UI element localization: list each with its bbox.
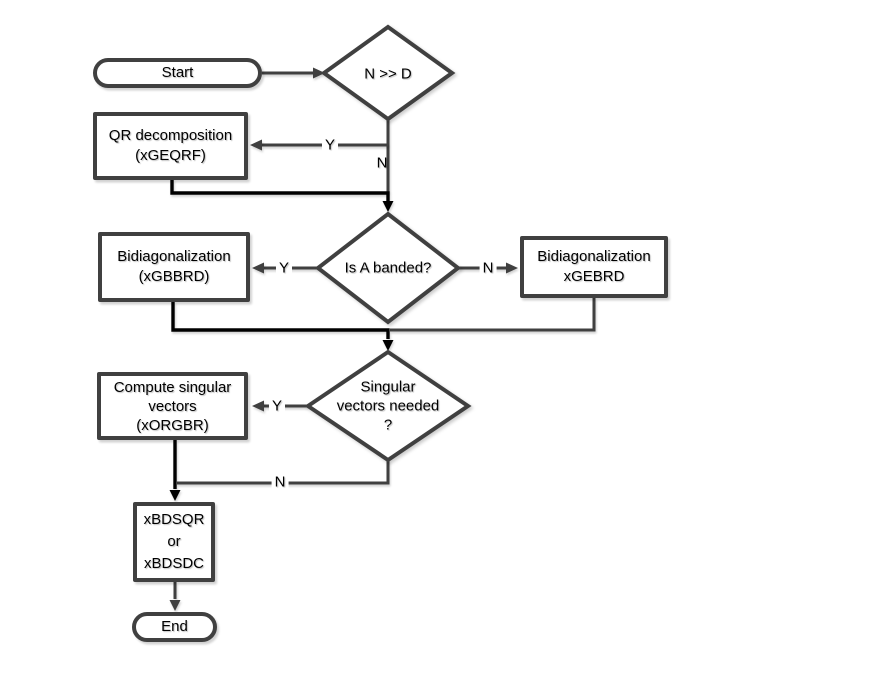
start-node: Start <box>93 58 262 88</box>
diamond-n-gg-d <box>320 24 456 122</box>
connector-qr-merge <box>170 180 390 201</box>
arrowhead-merge-to-d3 <box>382 340 394 351</box>
arrowhead-to-end <box>169 600 181 611</box>
start-node-label: Start <box>161 64 194 81</box>
compute-vectors-label: Compute singular vectors (xORGBR) <box>113 378 232 434</box>
connector-d3-no <box>177 460 390 485</box>
edge-label-d2-yes: Y <box>275 259 293 277</box>
connector-gbbrd-merge <box>171 302 390 339</box>
qr-decomposition-label: QR decomposition (xGEQRF) <box>108 127 233 164</box>
arrowhead-start-to-d1 <box>313 67 325 79</box>
svd-solver-node: xBDSQR or xBDSDC <box>133 502 215 582</box>
qr-decomposition-node: QR decomposition (xGEQRF) <box>93 112 248 180</box>
diamond-is-a-banded-label: Is A banded? <box>344 259 432 277</box>
arrowhead-d2-yes <box>252 262 264 274</box>
bidiagonalization-general-label: Bidiagonalization xGEBRD <box>537 248 651 285</box>
edge-label-d2-no: N <box>479 259 497 277</box>
arrowhead-d2-no <box>506 262 518 274</box>
end-node-label: End <box>161 618 188 635</box>
diamond-vectors-needed <box>304 349 472 463</box>
arrowhead-d1-yes <box>250 139 262 151</box>
arrowhead-d1-no <box>382 201 394 212</box>
connector-gebrd-merge <box>390 298 596 332</box>
edge-label-d3-no: N <box>271 473 289 491</box>
svd-solver-label: xBDSQR or xBDSDC <box>143 511 205 572</box>
bidiagonalization-banded-label: Bidiagonalization (xGBBRD) <box>117 248 231 285</box>
edge-label-d3-yes: Y <box>268 397 286 415</box>
arrowhead-to-solver <box>169 490 181 501</box>
diamond-vectors-needed-label: Singular vectors needed ? <box>336 378 440 434</box>
compute-vectors-node: Compute singular vectors (xORGBR) <box>97 372 248 440</box>
bidiagonalization-general-node: Bidiagonalization xGEBRD <box>520 236 668 298</box>
arrowhead-d3-yes <box>252 400 264 412</box>
diamond-n-gg-d-label: N >> D <box>364 65 412 83</box>
end-node: End <box>132 612 217 642</box>
diamond-is-a-banded <box>314 211 462 325</box>
edge-label-d1-yes: Y <box>321 136 339 154</box>
edge-label-d1-no: N <box>376 154 388 172</box>
bidiagonalization-banded-node: Bidiagonalization (xGBBRD) <box>98 232 250 302</box>
